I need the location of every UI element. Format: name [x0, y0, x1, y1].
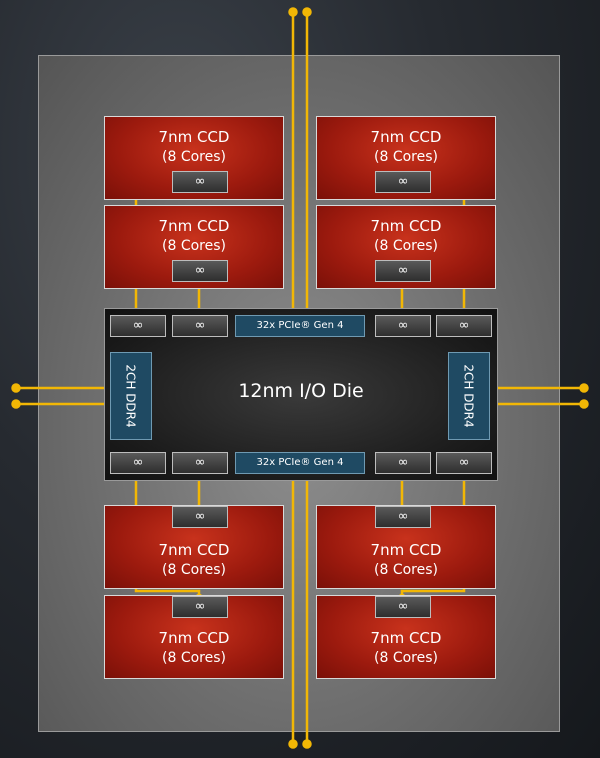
ccd-cores: (8 Cores) — [374, 149, 438, 165]
ccd-fabric-link: ∞ — [172, 260, 228, 282]
ccd-fabric-link: ∞ — [375, 171, 431, 193]
ddr-block-left: 2CH DDR4 — [110, 352, 152, 440]
ddr-block-right: 2CH DDR4 — [448, 352, 490, 440]
io-fabric-port: ∞ — [375, 315, 431, 337]
ccd-label: 7nm CCD — [370, 541, 442, 559]
pcie-block-top: 32x PCIe® Gen 4 — [235, 315, 365, 337]
ccd-cores: (8 Cores) — [374, 650, 438, 666]
io-fabric-port: ∞ — [110, 452, 166, 474]
io-fabric-port: ∞ — [172, 452, 228, 474]
ddr-label-left: 2CH DDR4 — [124, 364, 138, 428]
ccd-fabric-link: ∞ — [172, 171, 228, 193]
ddr-label-right: 2CH DDR4 — [462, 364, 476, 428]
ccd-cores: (8 Cores) — [162, 149, 226, 165]
ccd-cores: (8 Cores) — [162, 238, 226, 254]
io-die-label: 12nm I/O Die — [238, 380, 364, 402]
ccd-cores: (8 Cores) — [162, 650, 226, 666]
ccd-cores: (8 Cores) — [374, 562, 438, 578]
ccd-fabric-link: ∞ — [172, 596, 228, 618]
io-fabric-port: ∞ — [172, 315, 228, 337]
ccd-top-left-lower: 7nm CCD (8 Cores) — [104, 205, 284, 289]
io-fabric-port: ∞ — [436, 315, 492, 337]
ccd-cores: (8 Cores) — [374, 238, 438, 254]
io-fabric-port: ∞ — [436, 452, 492, 474]
ccd-label: 7nm CCD — [158, 629, 230, 647]
ccd-bottom-left-lower: 7nm CCD (8 Cores) — [104, 595, 284, 679]
ccd-top-right-lower: 7nm CCD (8 Cores) — [316, 205, 496, 289]
ccd-label: 7nm CCD — [370, 629, 442, 647]
ccd-label: 7nm CCD — [158, 217, 230, 235]
ccd-top-right-upper: 7nm CCD (8 Cores) — [316, 116, 496, 200]
ccd-label: 7nm CCD — [370, 217, 442, 235]
ccd-label: 7nm CCD — [158, 541, 230, 559]
ccd-cores: (8 Cores) — [162, 562, 226, 578]
pcie-block-bottom: 32x PCIe® Gen 4 — [235, 452, 365, 474]
ccd-fabric-link: ∞ — [172, 506, 228, 528]
io-fabric-port: ∞ — [110, 315, 166, 337]
ccd-label: 7nm CCD — [370, 128, 442, 146]
ccd-fabric-link: ∞ — [375, 596, 431, 618]
ccd-fabric-link: ∞ — [375, 260, 431, 282]
ccd-label: 7nm CCD — [158, 128, 230, 146]
ccd-fabric-link: ∞ — [375, 506, 431, 528]
io-fabric-port: ∞ — [375, 452, 431, 474]
